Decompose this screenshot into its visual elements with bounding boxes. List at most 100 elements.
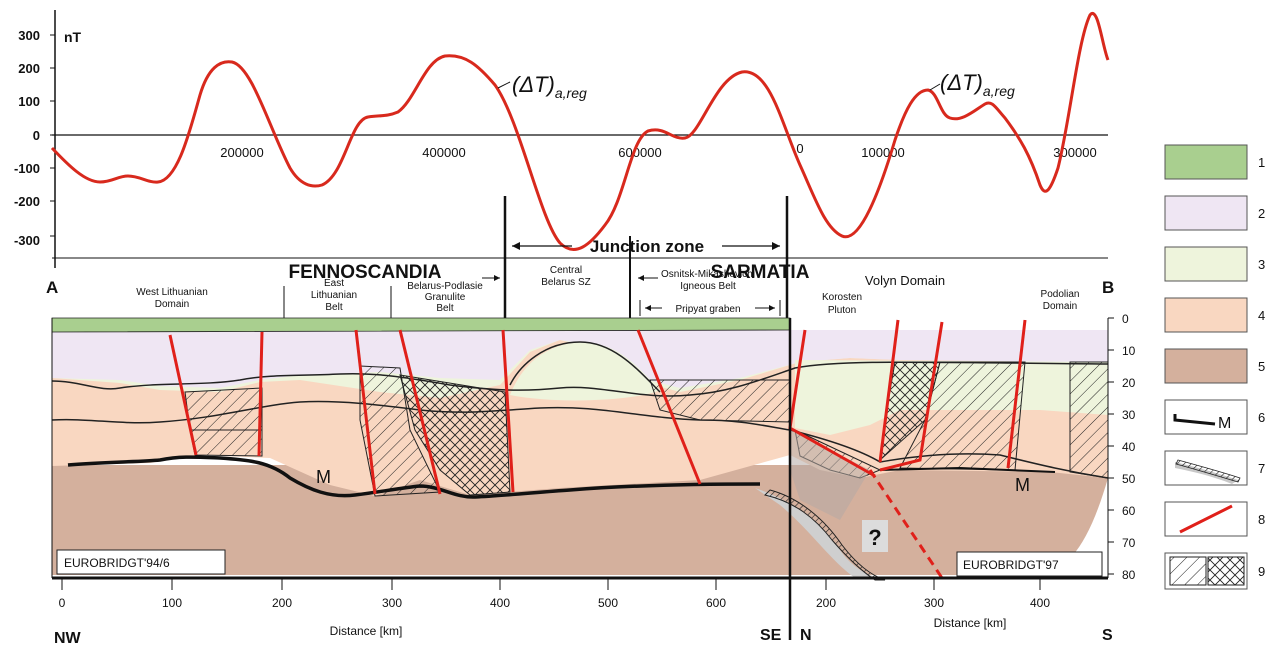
sarmatia-label: SARMATIA bbox=[711, 262, 810, 283]
profile-right-label: EUROBRIDGT'97 bbox=[963, 558, 1059, 572]
x-tick-0: 0 bbox=[796, 141, 803, 156]
hatch-body-west-lower bbox=[189, 429, 263, 457]
layer-1 bbox=[51, 317, 791, 333]
belarus-podlasie-line1: Belarus-Podlasie bbox=[407, 281, 483, 292]
domain-labels: West Lithuanian Domain East Lithuanian B… bbox=[136, 265, 1079, 316]
legend-label-9: 9 bbox=[1258, 564, 1265, 579]
layer-2 bbox=[52, 330, 1108, 388]
legend-swatch-5 bbox=[1164, 348, 1248, 384]
dist-tick-400-right: 400 bbox=[1030, 596, 1050, 610]
dist-tick-200-right: 200 bbox=[816, 596, 836, 610]
depth-30: 30 bbox=[1122, 408, 1136, 422]
x-tick-400000: 400000 bbox=[422, 145, 465, 160]
profile-end-b: B bbox=[1102, 278, 1114, 297]
question-box bbox=[862, 520, 888, 552]
dist-tick-400: 400 bbox=[490, 596, 510, 610]
profile-box-right bbox=[956, 551, 1103, 577]
east-lithuanian-line3: Belt bbox=[325, 302, 342, 313]
depth-80: 80 bbox=[1122, 568, 1136, 582]
curve-label-right: (ΔT)a,reg bbox=[940, 70, 1015, 99]
depth-50: 50 bbox=[1122, 472, 1136, 486]
y-tick-minus-300: -300 bbox=[14, 233, 40, 248]
fault-3 bbox=[354, 329, 377, 495]
cross-body-podlasie bbox=[399, 374, 511, 496]
hatch-body-osnitsk bbox=[649, 379, 791, 423]
depth-0: 0 bbox=[1122, 312, 1129, 326]
distance-axis: 0 100 200 300 400 500 600 200 300 400 Di… bbox=[54, 578, 1113, 647]
x-tick-200000: 200000 bbox=[220, 145, 263, 160]
moho-line bbox=[67, 455, 761, 499]
depth-40: 40 bbox=[1122, 440, 1136, 454]
podolian-line2: Domain bbox=[1043, 301, 1077, 312]
dir-se: SE bbox=[760, 627, 782, 644]
pripyat-bracket bbox=[639, 300, 781, 316]
legend-label-4: 4 bbox=[1258, 308, 1265, 323]
slab-grey bbox=[755, 488, 880, 578]
cross-section: ? M M EUROBRIDGT'94/6 EUROBRIDGT'97 bbox=[51, 317, 1109, 640]
depth-10: 10 bbox=[1122, 344, 1136, 358]
profile-box-left bbox=[56, 549, 226, 575]
dist-tick-200: 200 bbox=[272, 596, 292, 610]
west-lithuanian-line2: Domain bbox=[155, 299, 189, 310]
junction-arrowhead-right bbox=[772, 242, 780, 250]
legend-swatch-1 bbox=[1164, 144, 1248, 180]
dist-tick-100: 100 bbox=[162, 596, 182, 610]
moho-line-east bbox=[879, 466, 1056, 473]
fault-2 bbox=[257, 331, 264, 457]
osnitsk-line2: Igneous Belt bbox=[680, 281, 736, 292]
unit-label: nT bbox=[64, 29, 82, 45]
depth-ticks: 0 10 20 30 40 50 60 70 80 bbox=[1108, 312, 1136, 582]
fault-8 bbox=[878, 319, 900, 463]
legend-swatch-4 bbox=[1164, 297, 1248, 333]
x-tick-300000: 300000 bbox=[1053, 145, 1096, 160]
legend-hatch-pattern bbox=[1169, 556, 1207, 586]
legend-slab-hatch bbox=[1175, 459, 1241, 483]
belarus-podlasie-line2: Granulite bbox=[425, 292, 466, 303]
faults bbox=[168, 319, 1027, 495]
legend-label-5: 5 bbox=[1258, 359, 1265, 374]
east-lithuanian-line1: East bbox=[324, 278, 344, 289]
legend-moho-symbol bbox=[1173, 414, 1216, 426]
fault-4 bbox=[398, 329, 442, 495]
legend-label-7: 7 bbox=[1258, 461, 1265, 476]
hatch-body-west bbox=[184, 387, 263, 431]
fennoscandia-arrowhead bbox=[494, 275, 500, 281]
x-tick-100000: 100000 bbox=[861, 145, 904, 160]
question-mark: ? bbox=[868, 525, 881, 550]
west-lithuanian-line1: West Lithuanian bbox=[136, 287, 208, 298]
dir-nw: NW bbox=[54, 630, 82, 647]
depth-20: 20 bbox=[1122, 376, 1136, 390]
profile-end-a: A bbox=[46, 278, 58, 297]
y-tick-300: 300 bbox=[18, 28, 40, 43]
belarus-podlasie-line3: Belt bbox=[436, 303, 453, 314]
sarmatia-arrowhead bbox=[638, 275, 644, 281]
junction-arrowhead-left bbox=[512, 242, 520, 250]
central-belarus-line2: Belarus SZ bbox=[541, 277, 590, 288]
depth-60: 60 bbox=[1122, 504, 1136, 518]
fault-10 bbox=[1006, 319, 1027, 469]
dist-tick-500: 500 bbox=[598, 596, 618, 610]
legend-label-8: 8 bbox=[1258, 512, 1265, 527]
legend-label-3: 3 bbox=[1258, 257, 1265, 272]
legend-label-6: 6 bbox=[1258, 410, 1265, 425]
dist-tick-600: 600 bbox=[706, 596, 726, 610]
dist-tick-300-right: 300 bbox=[924, 596, 944, 610]
dir-n: N bbox=[800, 627, 812, 644]
dir-s: S bbox=[1102, 627, 1113, 644]
fault-6 bbox=[636, 329, 702, 485]
moho-label-left: M bbox=[316, 467, 331, 487]
depth-70: 70 bbox=[1122, 536, 1136, 550]
pripyat-graben-label: Pripyat graben bbox=[675, 304, 740, 315]
curve-pointer-right bbox=[929, 83, 941, 91]
east-lithuanian-line2: Lithuanian bbox=[311, 290, 357, 301]
fault-1 bbox=[168, 334, 198, 456]
magnetic-panel: 300 200 100 0 -100 -200 -300 nT 200000 4… bbox=[14, 10, 1110, 268]
dist-tick-0: 0 bbox=[59, 596, 66, 610]
profile-left-label: EUROBRIDGT'94/6 bbox=[64, 556, 170, 570]
dist-tick-300: 300 bbox=[382, 596, 402, 610]
legend-swatch-3 bbox=[1164, 246, 1248, 282]
y-tick-minus-100: -100 bbox=[14, 161, 40, 176]
fault-5 bbox=[501, 329, 515, 493]
legend-fault-symbol bbox=[1179, 504, 1233, 534]
